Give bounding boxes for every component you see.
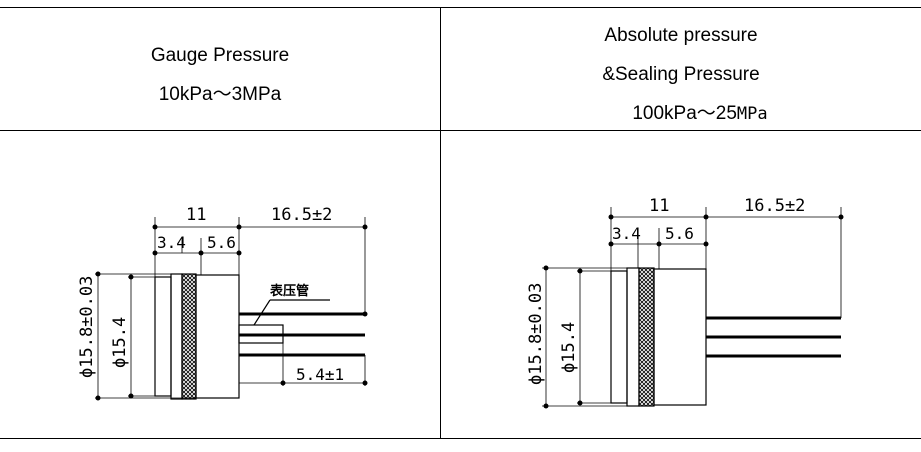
sealing-title: &Sealing Pressure (602, 64, 760, 85)
header-cell-absolute: Absolute pressure &Sealing Pressure 100k… (441, 7, 921, 130)
gauge-dim-total: 11 (186, 205, 206, 225)
gauge-tube (238, 324, 284, 344)
absolute-title: Absolute pressure (604, 25, 758, 46)
absolute-body-front (610, 270, 628, 404)
gauge-dim-b: 5.6 (207, 233, 236, 252)
gauge-dim-tube: 5.4±1 (296, 365, 344, 384)
gauge-dim-inner: ϕ15.4 (110, 317, 130, 368)
gauge-range: 10kPa～3MPa (158, 84, 282, 105)
absolute-dim-total: 11 (649, 196, 669, 216)
absolute-dim-a: 3.4 (612, 224, 641, 243)
gauge-title: Gauge Pressure (150, 45, 290, 66)
table-border-bottom (0, 438, 921, 439)
gauge-dim-right: 16.5±2 (271, 205, 332, 225)
absolute-dim-b: 5.6 (665, 224, 694, 243)
table-row-divider (0, 130, 921, 131)
gauge-dim-a: 3.4 (157, 233, 186, 252)
table-border-top (0, 7, 921, 8)
absolute-body-ring (626, 267, 640, 407)
gauge-dim-outer: ϕ15.8±0.03 (77, 276, 97, 378)
absolute-range: 100kPa～25MPa (460, 104, 921, 123)
absolute-body-rear (653, 268, 707, 406)
header-cell-gauge: Gauge Pressure 10kPa～3MPa (0, 7, 440, 130)
gauge-tube-label: 表压管 (269, 283, 309, 299)
absolute-dim-right: 16.5±2 (744, 196, 805, 216)
absolute-dim-outer: ϕ15.8±0.03 (526, 283, 546, 385)
absolute-range-value: 100kPa～25 (632, 103, 737, 124)
absolute-range-unit: MPa (736, 104, 768, 124)
table-column-divider (440, 7, 441, 438)
absolute-seal-hatch (638, 267, 655, 407)
absolute-dim-inner: ϕ15.4 (559, 322, 579, 373)
